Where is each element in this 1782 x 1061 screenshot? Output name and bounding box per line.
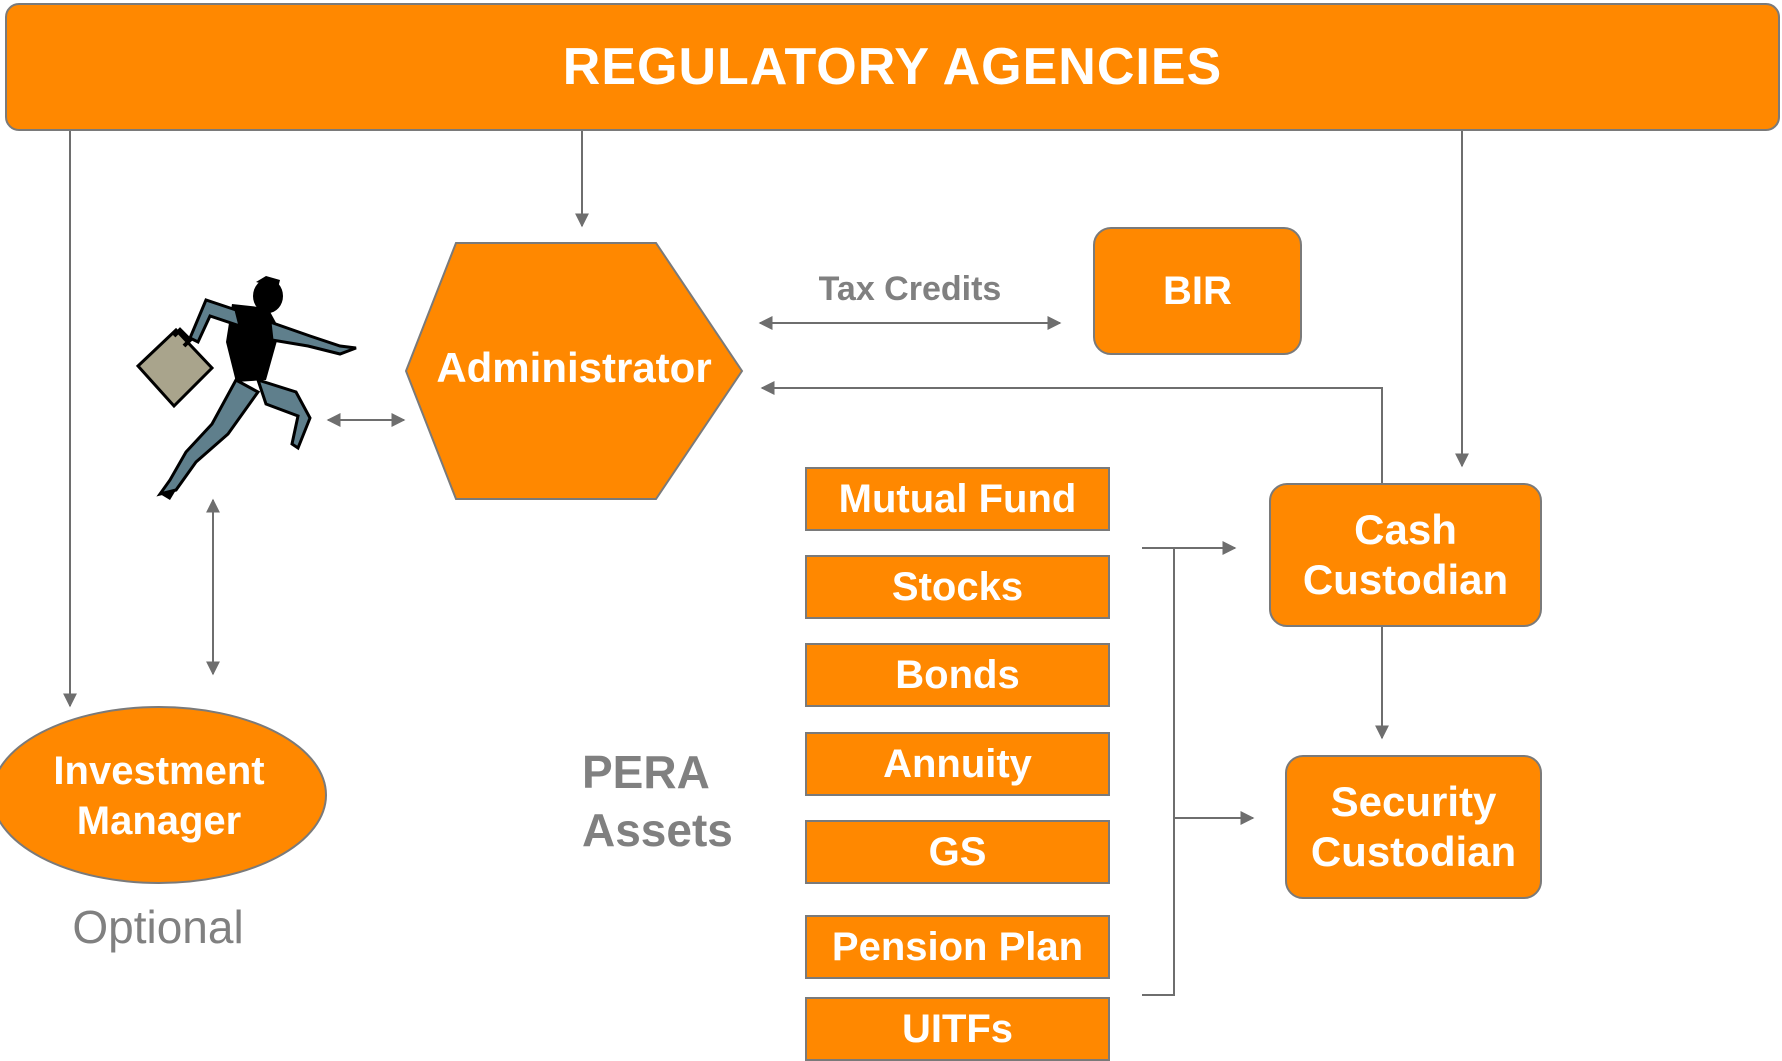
security-custodian-node[interactable]: Security Custodian xyxy=(1285,755,1542,899)
asset-annuity[interactable]: Annuity xyxy=(805,732,1110,796)
asset-uitfs[interactable]: UITFs xyxy=(805,997,1110,1061)
asset-gs[interactable]: GS xyxy=(805,820,1110,884)
asset-stocks[interactable]: Stocks xyxy=(805,555,1110,619)
bir-label: BIR xyxy=(1163,268,1232,313)
administrator-node[interactable] xyxy=(404,242,744,500)
optional-label: Optional xyxy=(72,901,244,953)
asset-label: Bonds xyxy=(895,652,1020,697)
security-custodian-label: Security Custodian xyxy=(1310,778,1517,875)
pera-assets-label: PERA Assets xyxy=(582,746,733,856)
connector-cash-custodian-to-administrator xyxy=(760,381,1383,483)
bir-node[interactable]: BIR xyxy=(1093,227,1302,355)
asset-label: Annuity xyxy=(883,741,1032,786)
investment-manager-node[interactable] xyxy=(0,706,327,884)
investment-manager-label: Investment Manager xyxy=(53,749,265,843)
tax-credits-label: Tax Credits xyxy=(818,270,1002,308)
asset-label: Pension Plan xyxy=(831,924,1084,969)
businessman-with-briefcase-icon xyxy=(135,276,357,500)
asset-label: GS xyxy=(928,829,987,874)
asset-label: Mutual Fund xyxy=(838,476,1077,521)
asset-pension-plan[interactable]: Pension Plan xyxy=(805,915,1110,979)
regulatory-agencies-banner[interactable]: REGULATORY AGENCIES xyxy=(5,3,1780,131)
administrator-label: Administrator xyxy=(436,344,712,391)
asset-bracket xyxy=(1142,547,1175,996)
asset-mutual-fund[interactable]: Mutual Fund xyxy=(805,467,1110,531)
asset-bonds[interactable]: Bonds xyxy=(805,643,1110,707)
asset-label: UITFs xyxy=(901,1006,1014,1051)
asset-label: Stocks xyxy=(891,564,1024,609)
cash-custodian-label: Cash Custodian xyxy=(1302,506,1509,603)
cash-custodian-node[interactable]: Cash Custodian xyxy=(1269,483,1542,627)
regulatory-agencies-label: REGULATORY AGENCIES xyxy=(562,38,1223,96)
